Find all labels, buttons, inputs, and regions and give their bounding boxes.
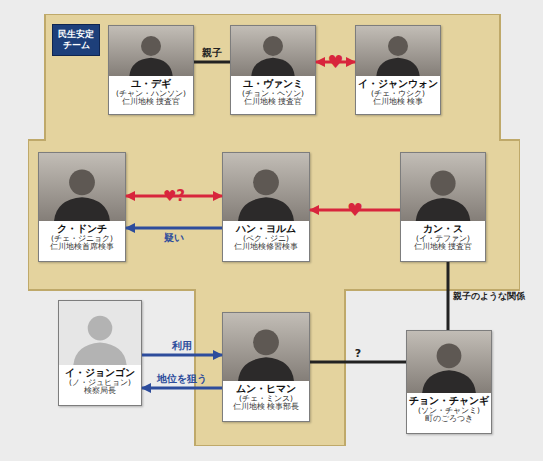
name-plate: ハン・ヨルム(ペク・ジニ)仁川地検修習検事 (223, 221, 309, 261)
portrait-head (388, 36, 408, 56)
actor-name: (イ・テファン) (402, 235, 484, 244)
person-card: ユ・ヴァンミ(チョン・ヘソン)仁川地検 捜査官 (230, 25, 316, 115)
person-card: チョン・チャンギ(ソン・チャンミ)町のごろつき (406, 330, 492, 434)
relation-label: ? (355, 348, 361, 359)
portrait-figure (407, 331, 491, 393)
person-card: カン・ス(イ・テファン)仁川地検 捜査官 (400, 152, 486, 262)
portrait-body (73, 342, 126, 365)
person-name: ユ・ヴァンミ (232, 78, 314, 90)
portrait (59, 301, 141, 365)
person-card: ユ・デギ(チャン・ハンソン)仁川地検 捜査官 (108, 25, 194, 115)
person-card: ムン・ヒマン(チェ・ミンス)仁川地検 検事部長 (222, 312, 310, 422)
actor-name: (チェ・ミンス) (224, 395, 308, 404)
name-plate: イ・ジャンウォン(チェ・ウシク)仁川地検 検事 (356, 76, 440, 114)
person-role: 検察局長 (60, 387, 140, 396)
portrait (407, 331, 491, 393)
portrait-figure (356, 26, 440, 76)
person-card: イ・ジョンゴン(ノ・ジュヒョン)検察局長 (58, 300, 142, 406)
name-plate: ムン・ヒマン(チェ・ミンス)仁川地検 検事部長 (223, 381, 309, 421)
team-region-fill (28, 14, 520, 446)
portrait-head (437, 343, 462, 368)
actor-name: (チャン・ハンソン) (110, 90, 192, 99)
portrait-head (69, 169, 95, 195)
actor-name: (チェ・ウシク) (357, 90, 439, 99)
portrait-head (253, 329, 279, 355)
person-role: 仁川地検 捜査官 (232, 98, 314, 107)
portrait-head (430, 171, 455, 196)
actor-name: (チェ・ジニョク) (40, 235, 124, 244)
name-plate: ユ・デギ(チャン・ハンソン)仁川地検 捜査官 (109, 76, 193, 114)
person-role: 仁川地検 捜査官 (402, 243, 484, 252)
portrait (223, 313, 309, 381)
person-role: 仁川地検首席検事 (40, 243, 124, 252)
relation-label: 親子のような関係 (453, 292, 525, 301)
portrait-figure (401, 153, 485, 221)
portrait-figure (39, 153, 125, 221)
portrait-body (54, 197, 110, 221)
team-name: 民生安定 チーム (58, 29, 94, 50)
portrait (39, 153, 125, 221)
person-card: ハン・ヨルム(ペク・ジニ)仁川地検修習検事 (222, 152, 310, 262)
person-name: ムン・ヒマン (224, 383, 308, 395)
actor-name: (ソン・チャンミ) (408, 407, 490, 416)
name-plate: カン・ス(イ・テファン)仁川地検 捜査官 (401, 221, 485, 261)
actor-name: (ノ・ジュヒョン) (60, 379, 140, 388)
person-name: ユ・デギ (110, 78, 192, 90)
portrait-figure (109, 26, 193, 76)
portrait (231, 26, 315, 76)
person-role: 仁川地検修習検事 (224, 243, 308, 252)
name-plate: チョン・チャンギ(ソン・チャンミ)町のごろつき (407, 393, 491, 433)
person-name: イ・ジャンウォン (357, 78, 439, 90)
portrait-figure (223, 313, 309, 381)
portrait (356, 26, 440, 76)
portrait (401, 153, 485, 221)
portrait-figure (59, 301, 141, 365)
name-plate: ユ・ヴァンミ(チョン・ヘソン)仁川地検 捜査官 (231, 76, 315, 114)
portrait-body (129, 58, 172, 76)
portrait-body (416, 198, 471, 221)
portrait-figure (223, 153, 309, 221)
portrait-head (88, 316, 113, 341)
portrait-body (422, 370, 476, 393)
person-name: ク・ドンチ (40, 223, 124, 235)
name-plate: イ・ジョンゴン(ノ・ジュヒョン)検察局長 (59, 365, 141, 405)
person-role: 仁川地検 捜査官 (110, 98, 192, 107)
actor-name: (ペク・ジニ) (224, 235, 308, 244)
portrait-body (251, 58, 294, 76)
relation-label: 利用 (172, 341, 192, 351)
portrait-head (141, 36, 161, 56)
actor-name: (チョン・ヘソン) (232, 90, 314, 99)
portrait (109, 26, 193, 76)
person-name: ハン・ヨルム (224, 223, 308, 235)
person-role: 仁川地検 検事部長 (224, 403, 308, 412)
portrait-body (376, 58, 419, 76)
team-label-box: 民生安定 チーム (52, 24, 100, 56)
portrait-body (238, 197, 294, 221)
person-role: 仁川地検 検事 (357, 98, 439, 107)
person-name: カン・ス (402, 223, 484, 235)
portrait-figure (231, 26, 315, 76)
person-name: チョン・チャンギ (408, 395, 490, 407)
portrait-head (253, 169, 279, 195)
person-name: イ・ジョンゴン (60, 367, 140, 379)
portrait-body (238, 357, 294, 381)
name-plate: ク・ドンチ(チェ・ジニョク)仁川地検首席検事 (39, 221, 125, 261)
person-card: ク・ドンチ(チェ・ジニョク)仁川地検首席検事 (38, 152, 126, 262)
portrait-head (263, 36, 283, 56)
portrait (223, 153, 309, 221)
person-role: 町のごろつき (408, 415, 490, 424)
person-card: イ・ジャンウォン(チェ・ウシク)仁川地検 検事 (355, 25, 441, 115)
